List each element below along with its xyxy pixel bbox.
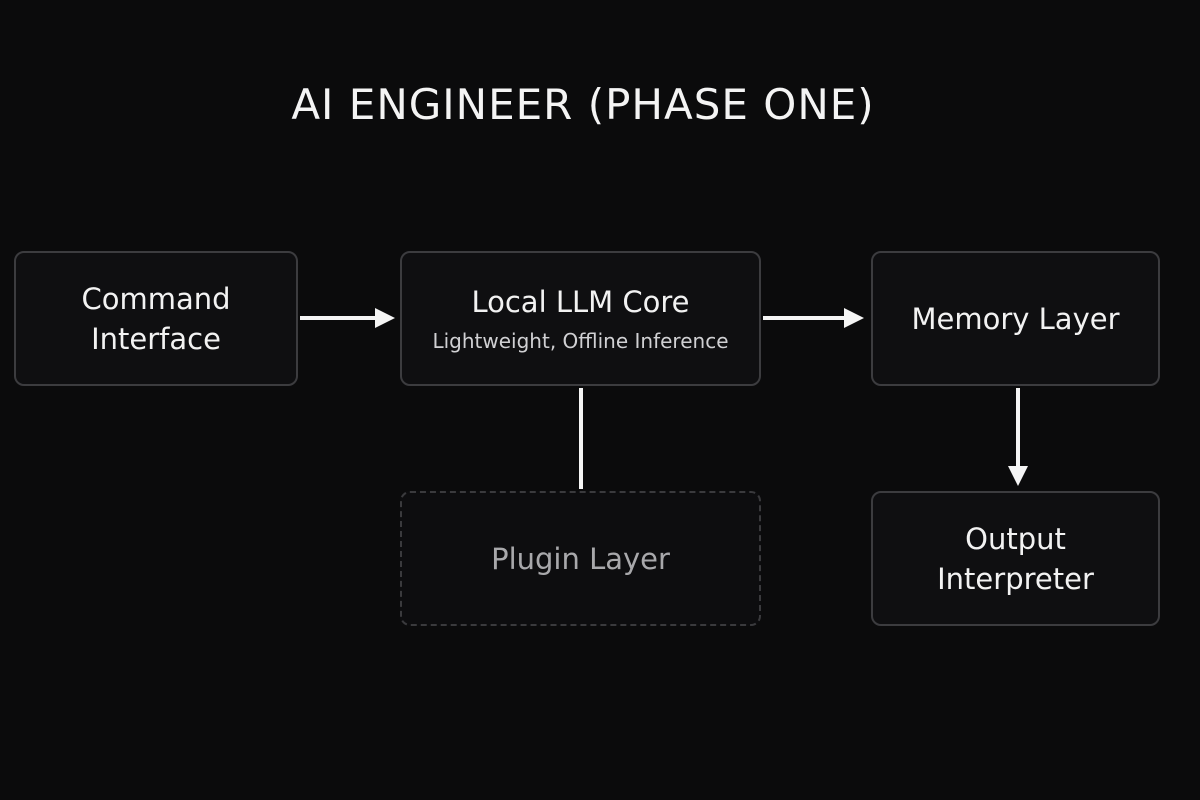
node-local-llm-core: Local LLM Core Lightweight, Offline Infe…: [400, 251, 761, 386]
edge-memory-to-output: [1008, 388, 1028, 486]
node-output-interpreter: Output Interpreter: [871, 491, 1160, 626]
arrowhead-icon: [844, 308, 864, 328]
arrowhead-icon: [1008, 466, 1028, 486]
node-plugin-layer: Plugin Layer: [400, 491, 761, 626]
node-local-llm-core-label: Local LLM Core: [471, 284, 690, 319]
node-local-llm-core-sublabel: Lightweight, Offline Inference: [432, 328, 729, 353]
node-command-interface: Command Interface: [14, 251, 298, 386]
node-memory-layer: Memory Layer: [871, 251, 1160, 386]
node-command-interface-label: Command Interface: [81, 281, 231, 356]
node-output-interpreter-label: Output Interpreter: [937, 521, 1094, 596]
node-memory-layer-label: Memory Layer: [911, 301, 1120, 336]
edge-core-to-memory: [763, 308, 864, 328]
diagram-title: AI ENGINEER (PHASE ONE): [291, 80, 875, 129]
edge-command-to-core: [300, 308, 395, 328]
arrowhead-icon: [375, 308, 395, 328]
node-plugin-layer-label: Plugin Layer: [491, 541, 670, 576]
